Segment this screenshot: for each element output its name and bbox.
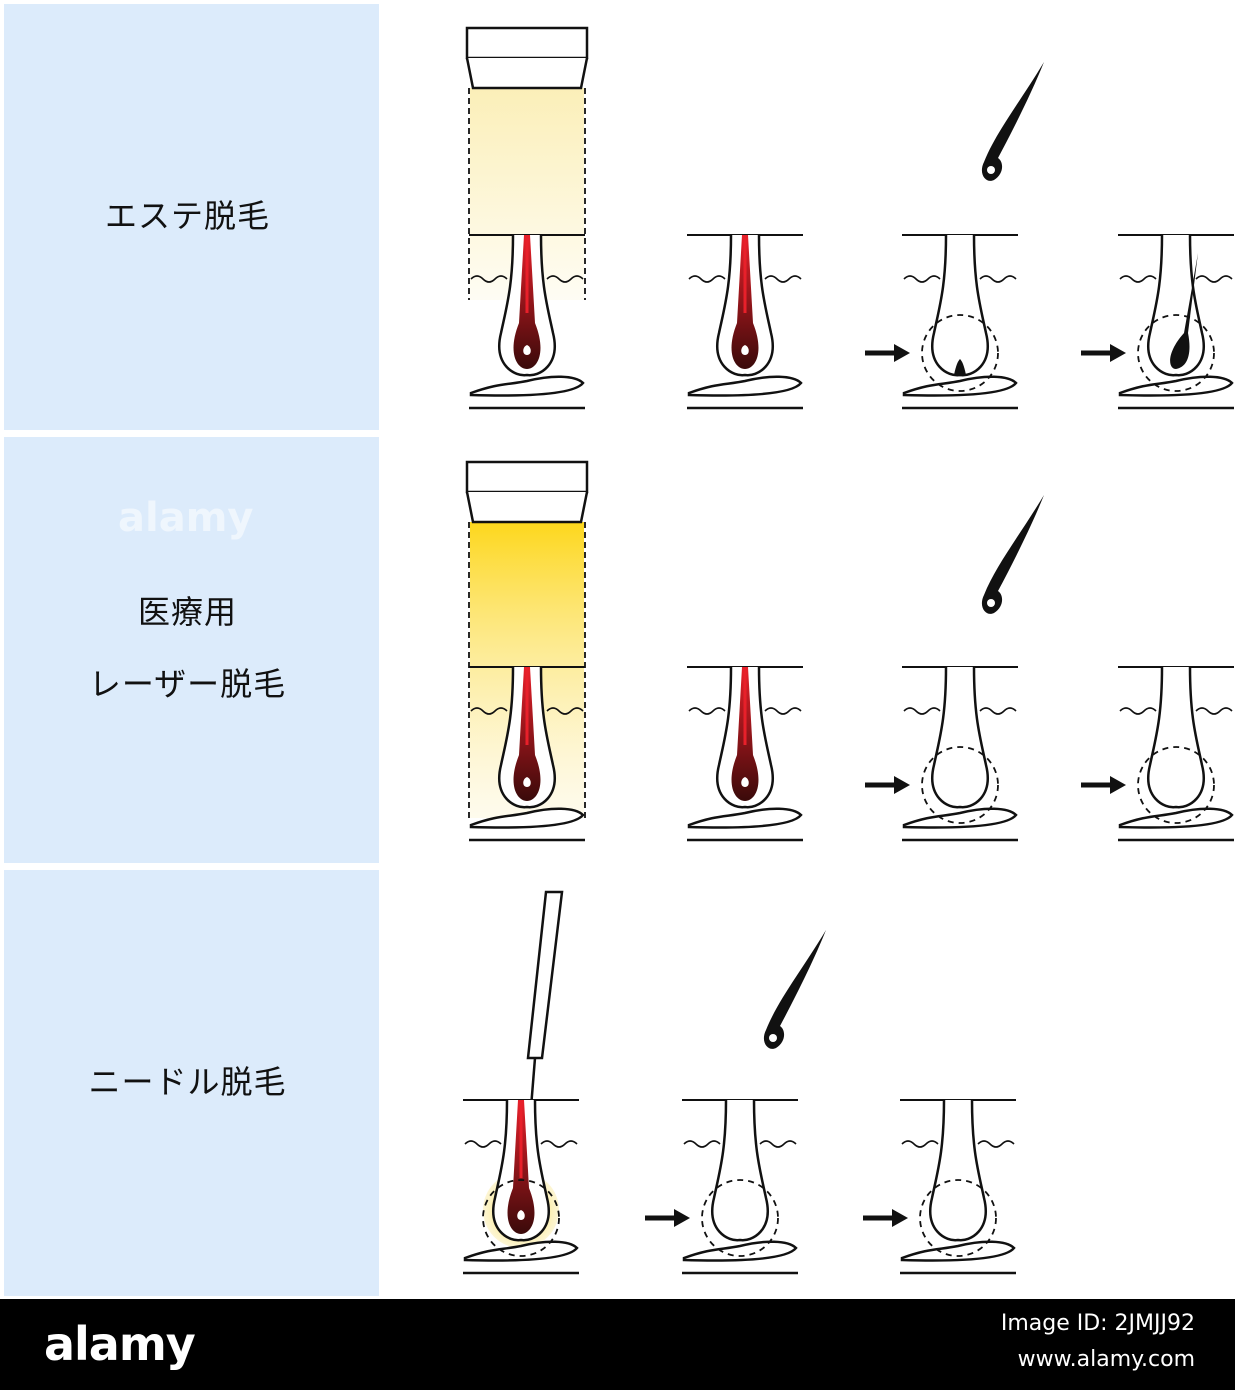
dermis-wave <box>759 1140 797 1148</box>
dermis-wave <box>546 707 584 715</box>
dashed-target-circle <box>921 746 999 824</box>
dermis-wave <box>1195 707 1233 715</box>
dermis-wave <box>1119 275 1157 283</box>
follicle <box>929 1099 987 1242</box>
arrow-head <box>894 344 910 362</box>
follicle <box>931 234 989 377</box>
follicle <box>931 666 989 809</box>
papilla-layer <box>1118 375 1234 397</box>
dermis-wave <box>764 707 802 715</box>
dermis-wave <box>903 275 941 283</box>
laser-stage-3 <box>865 666 1018 842</box>
dashed-target-circle <box>921 314 999 392</box>
dashed-target-circle <box>482 1179 560 1257</box>
label-esthe-hair-removal: エステ脱毛 <box>104 197 270 235</box>
dermis-wave <box>470 275 508 283</box>
papilla-layer <box>469 807 585 829</box>
needle-probe <box>526 890 564 1121</box>
dermal-papilla <box>517 1210 525 1220</box>
row-panel-laser <box>4 437 379 863</box>
papilla-layer <box>687 375 803 397</box>
device-head <box>465 460 589 494</box>
laser-stage-2 <box>687 666 803 842</box>
papilla-layer <box>902 375 1018 397</box>
dermis-wave <box>470 707 508 715</box>
needle-stage-3 <box>863 1099 1016 1275</box>
dermal-papilla <box>523 345 531 355</box>
device-head <box>465 26 589 60</box>
dermis-wave <box>1119 707 1157 715</box>
needle-falling-hair <box>763 930 826 1049</box>
dermal-papilla <box>523 777 531 787</box>
papilla-layer <box>469 375 585 397</box>
arrow-head <box>894 776 910 794</box>
row-panel-needle <box>4 870 379 1296</box>
laser-falling-hair <box>981 495 1044 614</box>
needle-stage-1 <box>463 1099 579 1275</box>
footer-image-id: Image ID: 2JMJJ92 <box>1000 1311 1195 1336</box>
dermis-wave <box>979 275 1017 283</box>
papilla-layer <box>687 807 803 829</box>
dashed-target-circle <box>701 1179 779 1257</box>
dashed-target-circle <box>919 1179 997 1257</box>
laser-stage-4 <box>1081 666 1234 842</box>
hair-bulb-hole <box>769 1034 777 1042</box>
hair-bulb-hole <box>987 166 995 174</box>
papilla-layer <box>902 807 1018 829</box>
device-nozzle <box>465 491 589 524</box>
arrow-head <box>674 1209 690 1227</box>
watermark: alamy <box>118 495 254 541</box>
dermal-papilla <box>741 777 749 787</box>
esthe-stage-3 <box>865 234 1018 410</box>
papilla-layer <box>1118 807 1234 829</box>
footer-bar: alamy Image ID: 2JMJJ92 www.alamy.com <box>0 1299 1235 1390</box>
arrow-head <box>1110 344 1126 362</box>
arrow-head <box>1110 776 1126 794</box>
follicle <box>711 1099 769 1242</box>
needle-handle <box>526 890 564 1060</box>
dermal-papilla <box>741 345 749 355</box>
needle-stage-2 <box>645 1099 798 1275</box>
dermis-wave <box>1195 275 1233 283</box>
label-laser-hair-removal: レーザー脱毛 <box>88 665 287 703</box>
dermis-wave <box>979 707 1017 715</box>
footer-brand: alamy <box>44 1317 196 1371</box>
esthe-falling-hair <box>981 62 1044 181</box>
dermis-wave <box>977 1140 1015 1148</box>
dermis-wave <box>901 1140 939 1148</box>
footer-url: www.alamy.com <box>1017 1347 1195 1372</box>
esthe-stage-2 <box>687 234 803 410</box>
row-panel-esthe <box>4 4 379 430</box>
esthe-stage-1 <box>469 234 585 410</box>
follicle <box>1147 666 1205 809</box>
dermis-wave <box>683 1140 721 1148</box>
dermis-wave <box>903 707 941 715</box>
dermis-wave <box>764 275 802 283</box>
arrow-head <box>892 1209 908 1227</box>
papilla-layer <box>900 1240 1016 1262</box>
laser-stage-1 <box>469 666 585 842</box>
follicle <box>1147 234 1205 377</box>
papilla-layer <box>682 1240 798 1262</box>
label-medical-line: 医療用 <box>137 593 237 631</box>
root-stub <box>954 359 966 375</box>
label-needle-hair-removal: ニードル脱毛 <box>88 1063 287 1101</box>
esthe-stage-4 <box>1081 234 1234 410</box>
dashed-target-circle <box>1137 746 1215 824</box>
hair-removal-diagram <box>463 26 1234 1275</box>
device-nozzle <box>465 57 589 90</box>
esthe-device <box>465 26 589 300</box>
dashed-target-circle <box>1137 314 1215 392</box>
dermis-wave <box>546 275 584 283</box>
dermis-wave <box>464 1140 502 1148</box>
dermis-wave <box>540 1140 578 1148</box>
dermis-wave <box>688 275 726 283</box>
dermis-wave <box>688 707 726 715</box>
regrowing-hair <box>1170 253 1198 369</box>
hair-bulb-hole <box>987 599 995 607</box>
